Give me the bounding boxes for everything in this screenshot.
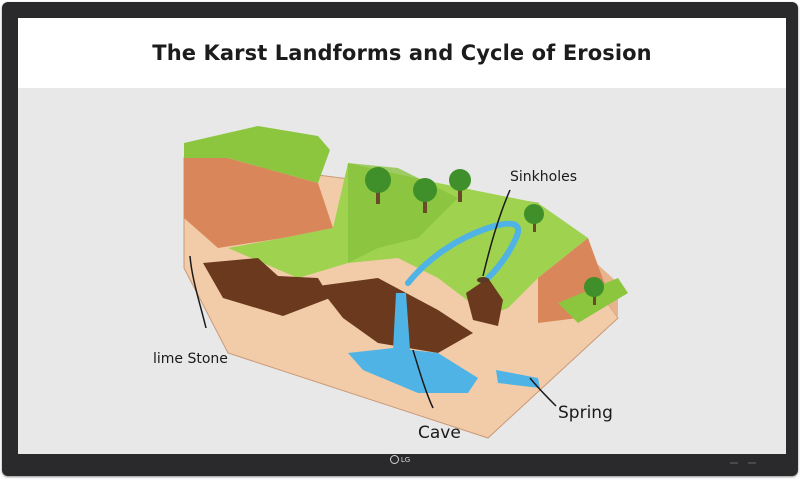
cave-cavity-left <box>203 258 330 316</box>
cliff-top-grass <box>184 126 330 183</box>
brand-text: LG <box>400 456 411 464</box>
brand-logo: LG <box>0 455 800 464</box>
display-screen: The Karst Landforms and Cycle of Erosion <box>18 18 786 454</box>
waterfall <box>393 293 410 350</box>
spring-stream <box>496 370 540 388</box>
spring-pointer <box>529 377 557 407</box>
cave-cavity-right <box>466 278 503 326</box>
tree-icon <box>524 204 544 232</box>
label-spring: Spring <box>558 403 613 423</box>
cave-pool <box>348 348 478 393</box>
tree-icon <box>413 178 437 213</box>
indicator-light <box>730 462 738 464</box>
limestone-pointer <box>189 255 207 329</box>
diagram-area: Sinkholes lime Stone Cave Spring <box>18 88 786 454</box>
label-sinkholes: Sinkholes <box>510 169 577 185</box>
sinkholes-pointer <box>482 189 511 277</box>
cave-pointer <box>412 349 434 409</box>
river <box>405 220 522 286</box>
title-bar: The Karst Landforms and Cycle of Erosion <box>18 18 786 88</box>
tree-icon <box>365 167 391 204</box>
left-cliff <box>184 158 333 248</box>
label-limestone: lime Stone <box>153 351 228 367</box>
indicator-light <box>748 462 756 464</box>
label-cave: Cave <box>418 423 461 443</box>
page-title: The Karst Landforms and Cycle of Erosion <box>152 41 652 65</box>
display-bezel: The Karst Landforms and Cycle of Erosion <box>2 2 798 476</box>
tree-icon <box>449 169 471 202</box>
sinkhole-icon <box>477 277 489 283</box>
karst-diagram: Sinkholes lime Stone Cave Spring <box>153 126 628 443</box>
lg-logo-icon <box>389 455 399 464</box>
tree-icon <box>584 277 604 305</box>
